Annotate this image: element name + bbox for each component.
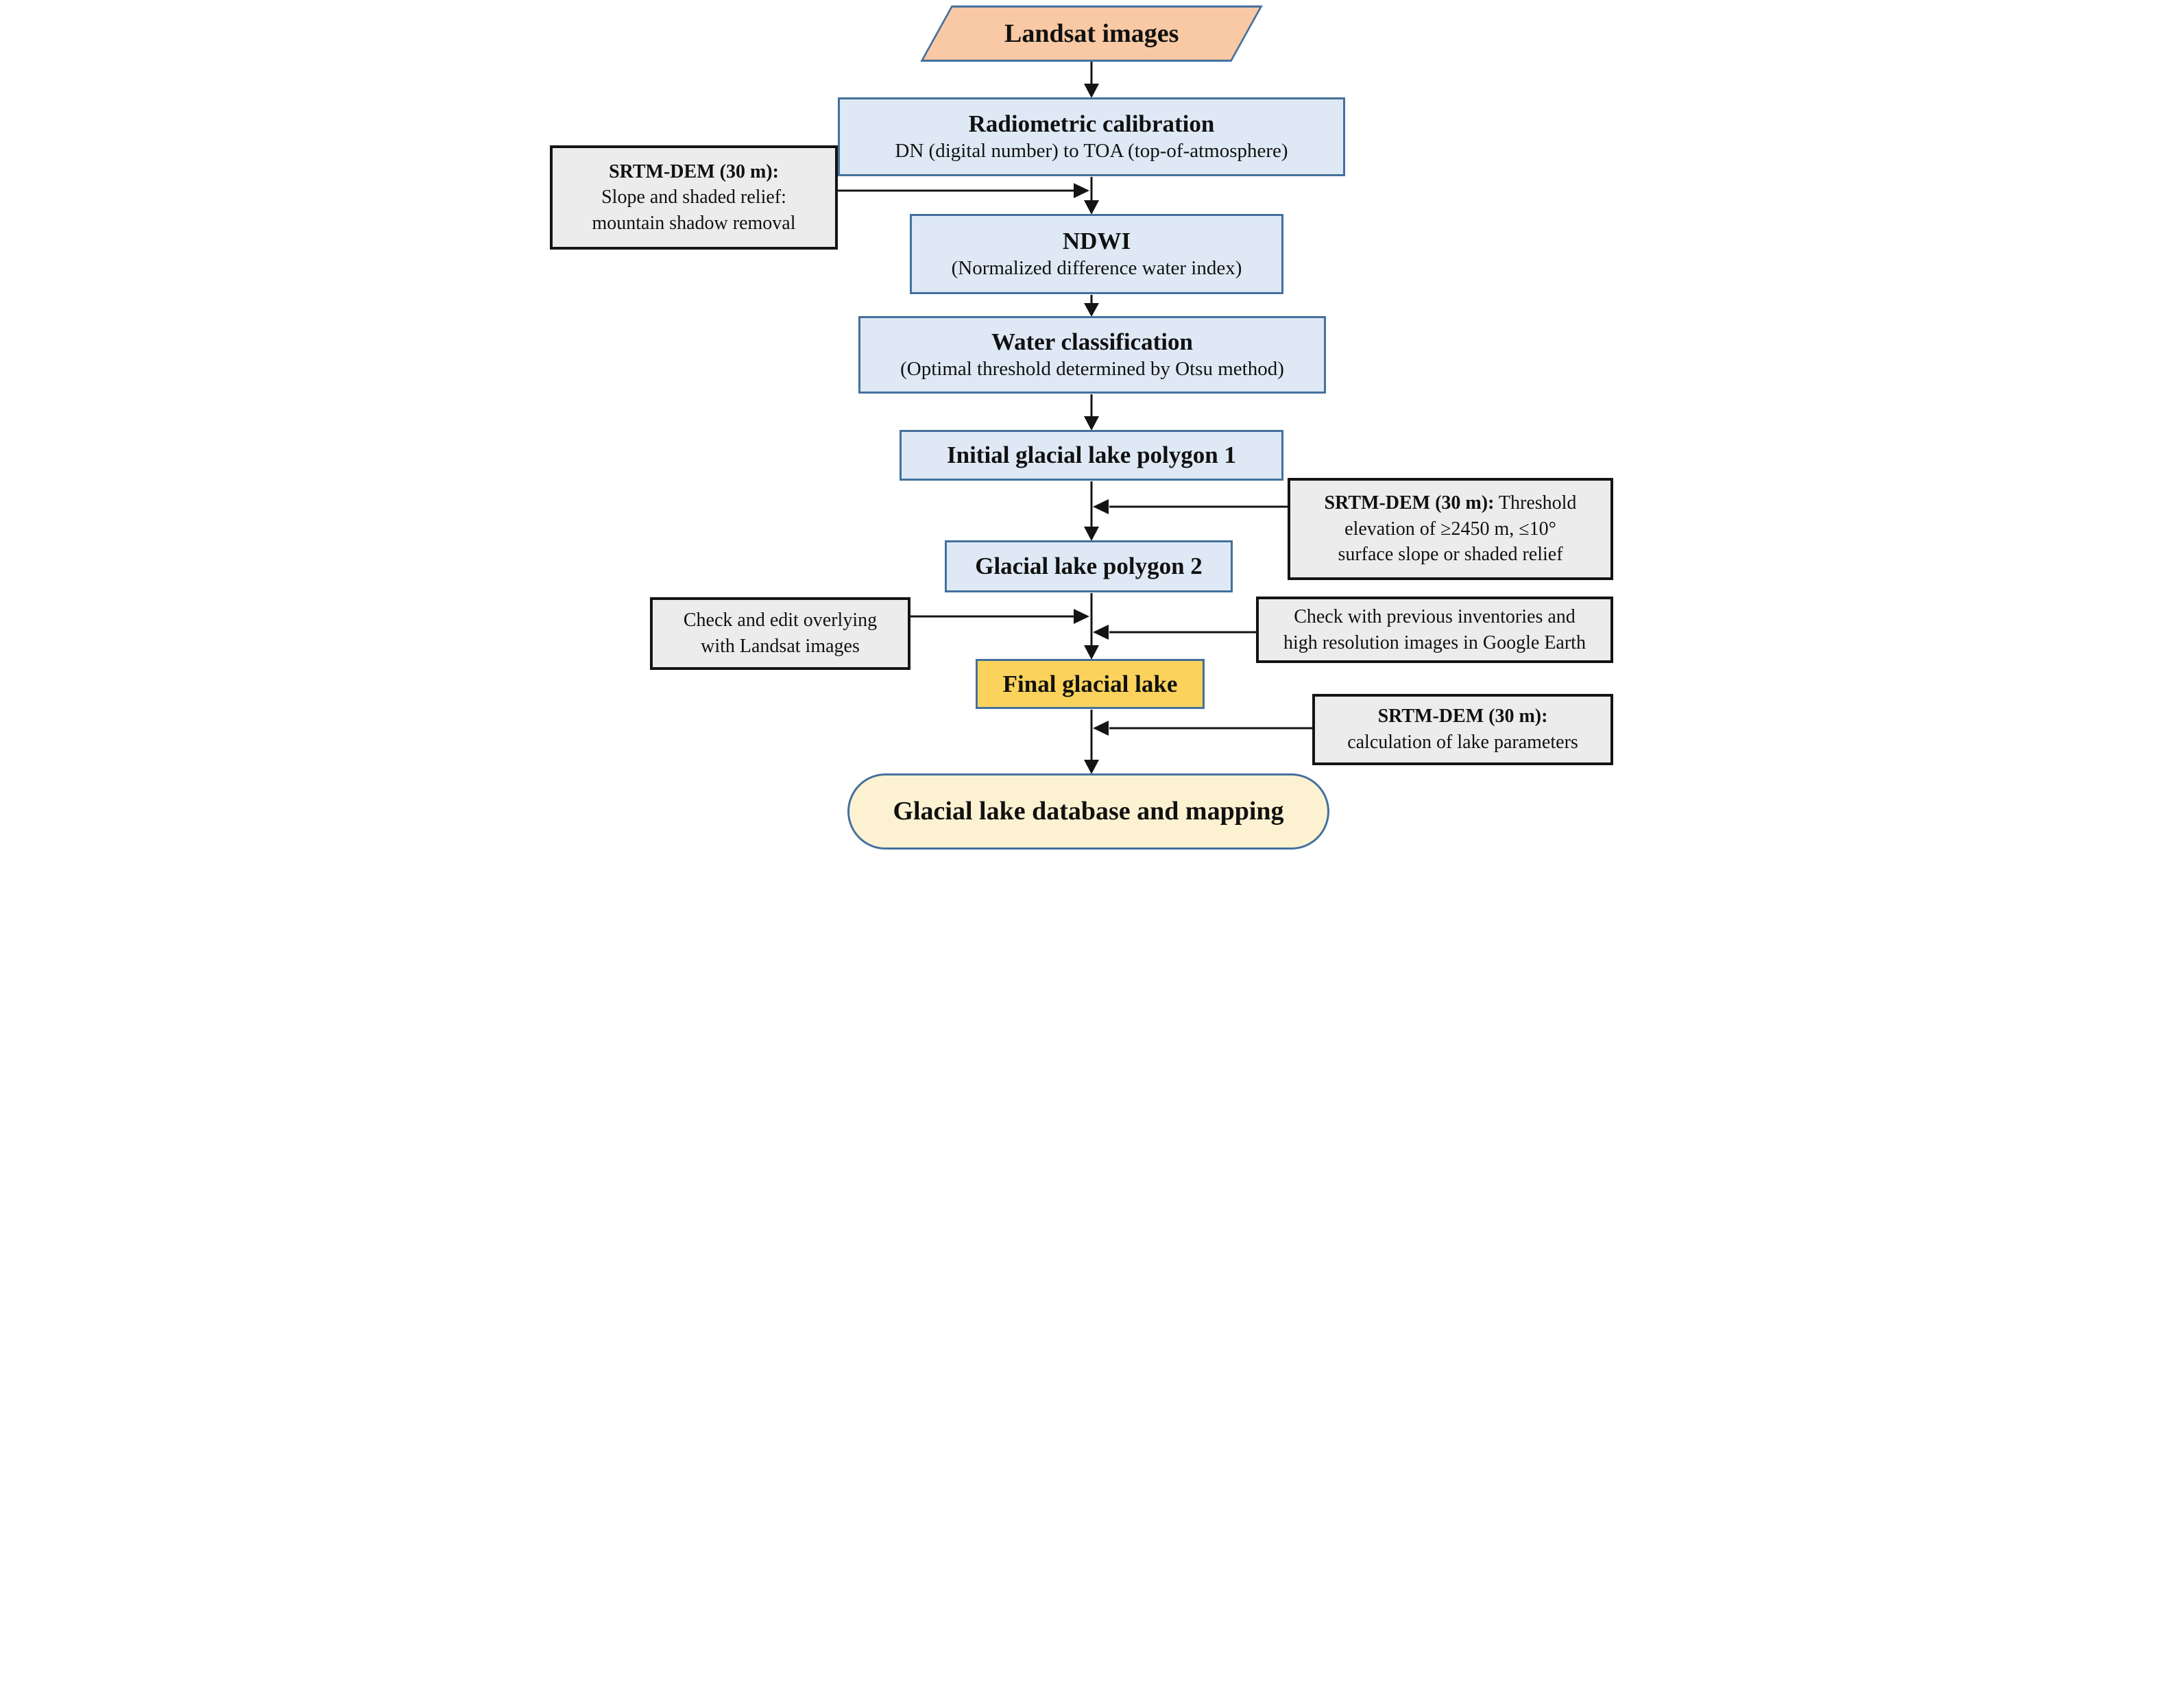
arrow-polygon2-to-final — [1084, 593, 1099, 660]
final-glacial-lake-title: Final glacial lake — [1002, 670, 1178, 697]
connector-check-previous — [1093, 625, 1256, 640]
node-ndwi: NDWI (Normalized difference water index) — [910, 214, 1283, 294]
node-glacial-lake-polygon-2: Glacial lake polygon 2 — [945, 540, 1233, 592]
radiometric-subtitle: DN (digital number) to TOA (top-of-atmos… — [895, 139, 1288, 162]
srtm-shadow-title: SRTM-DEM (30 m): — [609, 160, 779, 182]
srtm-params-line2: calculation of lake parameters — [1347, 732, 1578, 753]
arrow-radiometric-to-ndwi — [1084, 177, 1099, 215]
note-srtm-lake-parameters: SRTM-DEM (30 m): calculation of lake par… — [1312, 694, 1613, 765]
srtm-threshold-title-rest: Threshold — [1494, 492, 1577, 514]
note-srtm-threshold: SRTM-DEM (30 m): Threshold elevation of … — [1288, 478, 1613, 580]
note-check-edit-overlying: Check and edit overlying with Landsat im… — [650, 597, 910, 670]
node-landsat-images: Landsat images — [920, 5, 1263, 62]
check-previous-line2: high resolution images in Google Earth — [1283, 632, 1586, 653]
node-glacial-lake-database: Glacial lake database and mapping — [847, 773, 1329, 850]
arrow-final-to-database — [1084, 710, 1099, 774]
check-edit-line2: with Landsat images — [701, 636, 860, 657]
polygon1-title: Initial glacial lake polygon 1 — [947, 442, 1236, 468]
srtm-shadow-line2: Slope and shaded relief: — [601, 187, 786, 208]
ndwi-subtitle: (Normalized difference water index) — [951, 256, 1242, 279]
radiometric-title: Radiometric calibration — [968, 110, 1215, 137]
connector-srtm-threshold — [1093, 499, 1288, 514]
node-initial-glacial-lake-polygon-1: Initial glacial lake polygon 1 — [900, 430, 1283, 481]
water-subtitle: (Optimal threshold determined by Otsu me… — [900, 357, 1284, 380]
connector-srtm-params — [1093, 721, 1312, 736]
database-title: Glacial lake database and mapping — [893, 796, 1284, 826]
note-check-previous-inventories: Check with previous inventories and high… — [1256, 597, 1613, 663]
srtm-threshold-line2: elevation of ≥2450 m, ≤10° — [1344, 518, 1556, 540]
landsat-images-label: Landsat images — [1004, 19, 1179, 48]
srtm-shadow-line3: mountain shadow removal — [592, 212, 796, 234]
arrow-water-to-polygon1 — [1084, 394, 1099, 431]
water-title: Water classification — [991, 328, 1193, 355]
srtm-params-title: SRTM-DEM (30 m): — [1377, 706, 1548, 727]
node-final-glacial-lake: Final glacial lake — [976, 659, 1205, 709]
srtm-threshold-line3: surface slope or shaded relief — [1338, 544, 1563, 566]
node-water-classification: Water classification (Optimal threshold … — [858, 316, 1326, 394]
node-radiometric-calibration: Radiometric calibration DN (digital numb… — [838, 97, 1345, 176]
connector-srtm-shadow — [838, 183, 1089, 198]
srtm-threshold-title-bold: SRTM-DEM (30 m): — [1324, 492, 1495, 514]
flowchart-canvas: Landsat images Radiometric calibration D… — [543, 0, 1629, 854]
ndwi-title: NDWI — [1062, 227, 1131, 254]
arrow-ndwi-to-water — [1084, 295, 1099, 317]
srtm-threshold-line1: SRTM-DEM (30 m): Threshold — [1325, 490, 1577, 516]
check-previous-line1: Check with previous inventories and — [1294, 605, 1576, 627]
arrow-polygon1-to-polygon2 — [1084, 481, 1099, 541]
polygon2-title: Glacial lake polygon 2 — [975, 553, 1203, 579]
note-srtm-shadow-removal: SRTM-DEM (30 m): Slope and shaded relief… — [550, 145, 838, 250]
arrow-landsat-to-radiometric — [1084, 62, 1099, 98]
check-edit-line1: Check and edit overlying — [683, 610, 878, 632]
connector-check-edit — [910, 609, 1089, 624]
